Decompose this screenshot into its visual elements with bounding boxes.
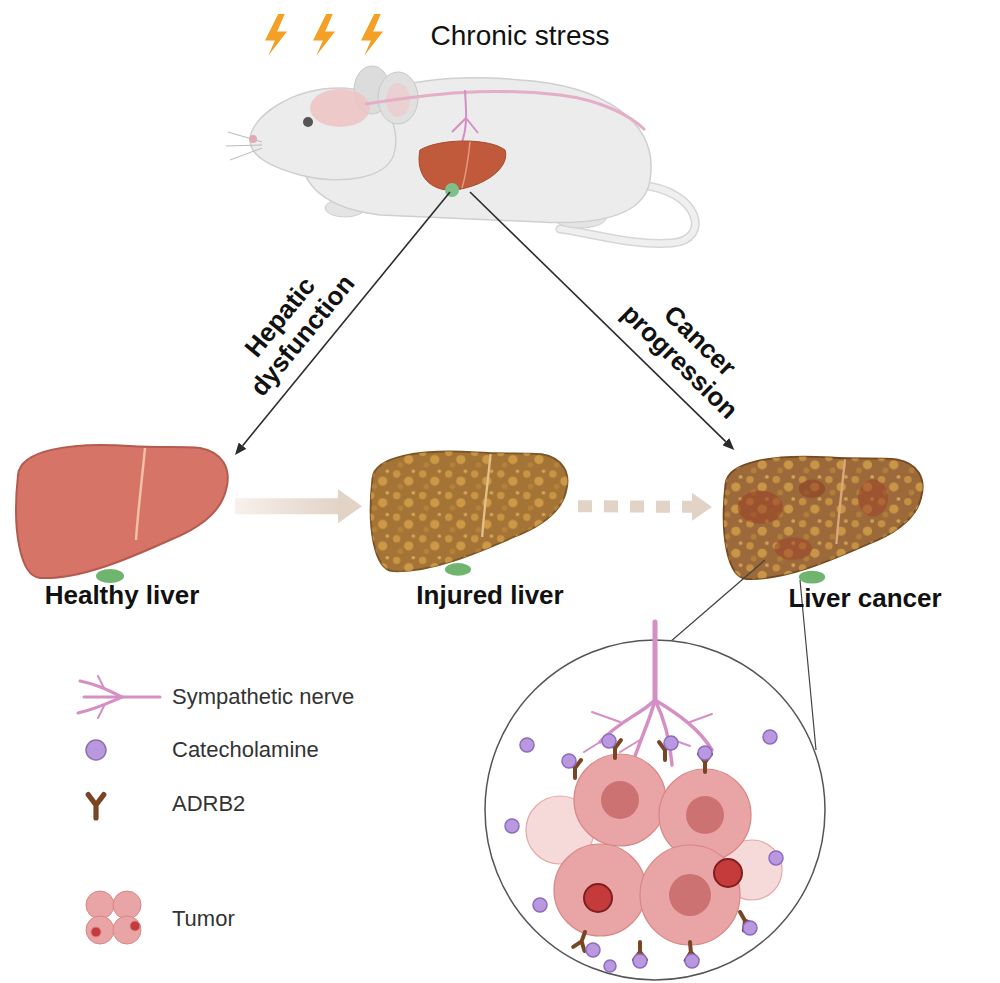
mouse-illustration [303,117,313,127]
legend-tumor-icon [130,921,140,931]
injured-liver [371,452,568,576]
zoom-inset [562,754,576,768]
zoom-inset [714,859,742,887]
zoom-inset [505,730,783,972]
healthy-liver [16,445,228,578]
cancer-liver [724,457,923,584]
stage-label: Healthy liver [45,581,200,611]
zoom-inset [769,851,783,865]
edge-label: Cancer progression [606,268,775,435]
lightning-bolt [265,14,287,56]
mouse-illustration [419,141,506,190]
injured-liver [445,563,471,576]
injured-liver [371,452,568,572]
zoom-inset [653,622,658,700]
cancer-liver [799,571,825,584]
zoom-inset [632,700,655,765]
zoom-inset [584,884,612,912]
legend-nerve-icon [78,676,160,718]
legend-swatch [86,740,106,760]
zoom-inset [554,844,646,936]
cancer-liver [724,457,923,579]
zoom-inset [698,746,712,760]
stage-label: Liver cancer [788,584,941,614]
mouse-illustration [365,91,645,130]
injured-liver [482,454,490,537]
zoom-inset [633,954,647,968]
cancer-liver [836,459,844,544]
liver-stage-node: Healthy liver [10,455,235,615]
legend-text: Tumor [172,906,235,931]
legend-text: Sympathetic nerve [172,684,354,709]
legend-tumor-icon [113,916,141,944]
zoom-inset [655,700,712,750]
zoom-inset [526,754,782,945]
zoom-inset [602,734,616,748]
progression-arrow [578,500,692,513]
edge-label: Hepatic dysfunction [213,240,368,412]
legend-tumor-icon [113,891,141,919]
legend-text: ADRB2 [172,791,245,816]
legend-tumor-icon [86,891,114,919]
zoom-inset [601,781,639,819]
healthy-liver [16,445,228,583]
lightning-bolt [361,14,383,56]
mouse-illustration [462,142,470,188]
legend-tumor-icon [91,927,101,937]
mouse-illustration [310,89,370,127]
legend-nerve-icon [78,697,122,713]
zoom-inset [485,560,825,980]
zoom-inset [584,859,742,912]
zoom-inset [601,781,724,916]
zoom-inset [520,738,534,752]
zoom-inset [686,796,724,834]
cancer-liver [799,480,825,498]
mouse-illustration [226,132,262,160]
legend-nerve-icon [98,676,104,718]
zoom-inset [584,712,712,752]
legend-tumor-icon [86,891,141,944]
stress-label: Chronic stress [431,20,610,52]
legend-text: Catecholamine [172,737,319,762]
healthy-liver [136,448,145,540]
mouse-illustration [226,66,695,243]
legend-nerve-icon [122,696,160,699]
legend-tumor-icon [86,916,114,944]
cancer-liver [858,480,888,517]
mouse-illustration [452,90,478,142]
zoom-inset [669,874,711,916]
progression-arrow [235,498,338,514]
zoom-inset [533,898,547,912]
zoom-inset [586,943,600,957]
zoom-inset [604,960,616,972]
zoom-inset [743,921,757,935]
legend-receptor-icon [88,795,104,818]
legend-nerve-icon [84,696,122,699]
lightning-bolt [313,14,335,56]
lightning-bolt [265,14,383,56]
liver-stage-node: Injured liver [362,455,578,615]
stage-label: Injured liver [416,581,563,611]
cancer-liver [738,491,783,524]
cancer-liver [774,538,812,560]
zoom-inset [584,622,712,765]
stress-source-node: Chronic stress [395,12,645,192]
zoom-inset [685,954,699,968]
zoom-inset [574,754,666,846]
zoom-inset [763,730,777,744]
injured-liver [371,452,568,572]
cancer-liver [724,457,923,579]
liver-stage-node: Liver cancer [712,450,935,620]
zoom-inset [664,736,678,750]
legend-receptor-icon [88,795,104,818]
zoom-inset [505,819,519,833]
